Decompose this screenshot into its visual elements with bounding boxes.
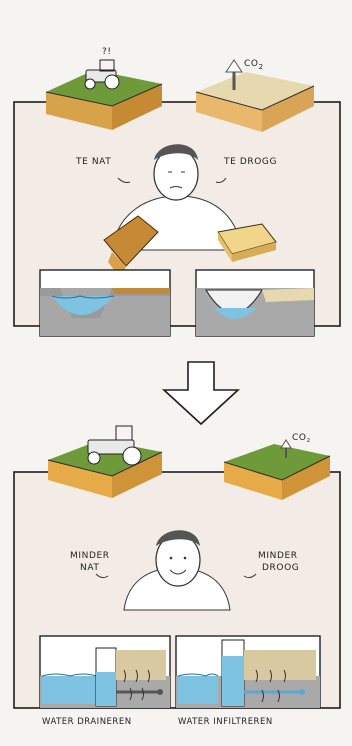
label-minder-droog-2: DROOG (262, 563, 299, 573)
ditch-wet-top (40, 270, 170, 336)
co2-label-top: CO2 (244, 59, 264, 71)
caption-water-draineren: WATER DRAINEREN (42, 717, 132, 727)
label-te-droog: TE DROGG (223, 157, 277, 167)
label-minder-nat-2: NAT (80, 563, 100, 573)
transition-arrow-icon (164, 362, 238, 424)
label-minder-droog-1: MINDER (258, 551, 298, 561)
question-mark: ?! (102, 47, 112, 57)
drainage-diagram (40, 636, 170, 708)
co2-label-bottom: CO2 (292, 433, 311, 444)
infiltration-diagram (176, 636, 320, 708)
caption-water-infiltreren: WATER INFILTREREN (178, 717, 273, 727)
label-te-nat: TE NAT (75, 157, 111, 167)
label-minder-nat-1: MINDER (70, 551, 110, 561)
ditch-dry-top (196, 270, 314, 336)
